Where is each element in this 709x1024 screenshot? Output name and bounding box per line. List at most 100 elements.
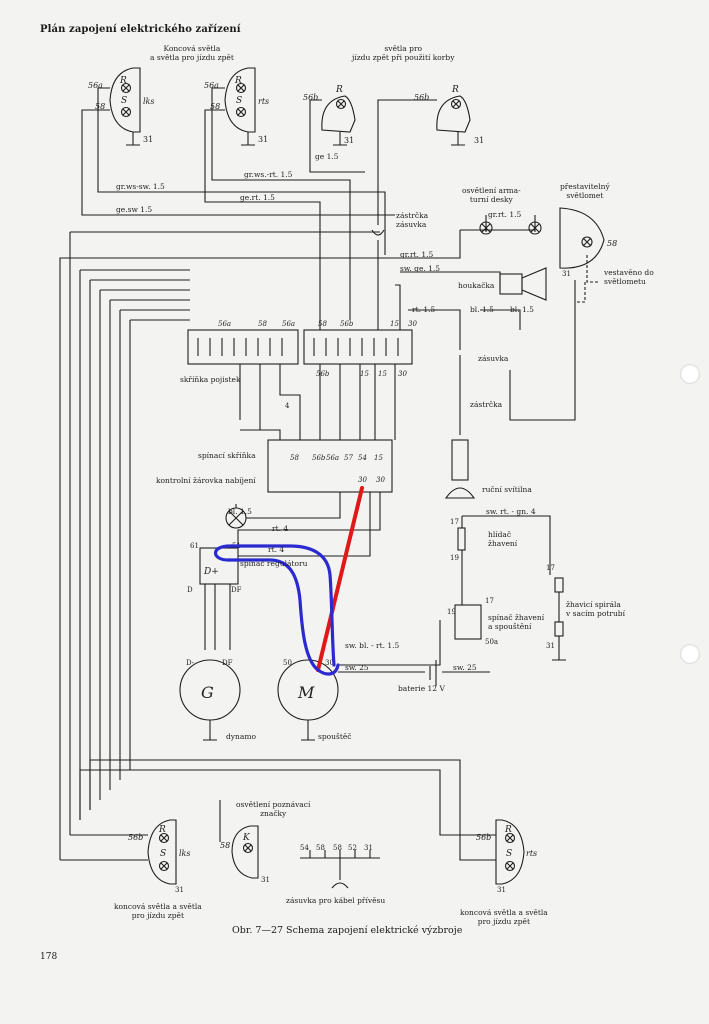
hand-lamp [444,439,476,499]
wire-label: bl. 1.5 [470,305,494,314]
wire-label: gr.rt. 1.5 [488,210,522,219]
svg-text:R: R [234,76,242,86]
svg-text:56b: 56b [312,454,326,462]
label-socket: zásuvka [478,354,509,363]
svg-text:56b: 56b [476,833,491,842]
glow-circuit: 19 17 50a 17 19 17 31 [447,515,566,661]
wiring-lines [59,87,576,860]
svg-text:30: 30 [408,320,417,328]
label-rear-lights-bottom-left: koncová světla a světla pro jízdu zpět [114,902,202,920]
svg-text:56a: 56a [326,454,339,462]
label-rear-lights-bottom-right: koncová světla a světla pro jízdu zpět [460,908,548,926]
lamp-symbol-R: R [119,76,127,86]
svg-text:31: 31 [546,642,555,650]
svg-text:57: 57 [344,454,353,462]
svg-text:56a: 56a [282,320,295,328]
svg-text:DF: DF [222,659,233,667]
svg-text:30: 30 [376,476,385,484]
svg-text:R: R [504,825,512,835]
svg-text:56a: 56a [218,320,231,328]
dash-lamps [479,221,542,235]
svg-text:31: 31 [175,886,184,894]
svg-text:56b: 56b [303,93,318,102]
rear-light-left-top: R S lks 56a 58 31 [88,67,155,146]
svg-text:G: G [201,683,214,702]
svg-text:R: R [335,85,343,95]
wire-label: rt. 4 [268,545,285,554]
svg-text:58: 58 [607,239,617,248]
label-trailer-socket: zásuvka pro kábel přívěsu [286,896,386,905]
label-regulator: spínač regulátoru [240,559,308,568]
svg-text:58: 58 [290,454,299,462]
label-rear-lights-top: Koncová světla a světla pro jízdu zpět [150,44,234,62]
svg-text:56b: 56b [414,93,429,102]
label-glow-monitor: hlídač žhavení [488,530,518,548]
label-plate-light: osvětlení poznávací značky [236,800,311,818]
svg-text:31: 31 [497,886,506,894]
svg-text:58: 58 [316,844,325,852]
terminal-31: 31 [143,135,153,144]
svg-text:19: 19 [447,608,456,616]
label-fuse-box: skříňka pojistek [180,375,241,384]
lamp-symbol-S: S [121,96,127,106]
lamp-side-rts: rts [258,97,269,106]
figure-caption: Obr. 7—27 Schema zapojení elektrické výz… [232,925,463,936]
page-title: Plán zapojení elektrického zařízení [40,24,241,35]
label-glow-plug: žhavicí spirála v sacím potrubí [566,600,625,618]
svg-text:30: 30 [398,370,407,378]
fuse-box: 56a 58 56a 58 56b 15 30 56b 15 15 30 [187,320,417,378]
svg-text:56a: 56a [204,81,219,90]
horn [499,267,547,301]
label-battery: baterie 12 V [398,684,445,693]
label-starter: spouštěč [318,732,352,741]
svg-text:lks: lks [179,849,191,858]
svg-text:56b: 56b [128,833,143,842]
svg-text:58: 58 [333,844,342,852]
rear-light-right-bottom: R S rts 56b 31 [79,759,537,894]
page-number: 178 [40,952,58,962]
label-plug: zástrčka [470,400,503,409]
ignition-switch-box: 58 56b 56a 57 54 15 30 30 4 [239,364,396,493]
blue-annotation-line [213,544,340,676]
terminal-58: 58 [95,102,105,111]
svg-text:31: 31 [344,136,354,145]
wire-label: rt. 1.5 [412,305,436,314]
svg-text:D: D [187,586,193,594]
wire-label: rt. 4 [272,524,289,533]
svg-text:31: 31 [474,136,484,145]
svg-text:15: 15 [360,370,369,378]
dynamo: G D- DF [179,659,241,741]
label-horn: houkačka [458,281,495,290]
wire-label: bl. 1.5 [228,507,252,516]
starter-motor: M 50 30 [277,620,490,741]
svg-text:54: 54 [300,844,309,852]
spotlight: 58 31 [559,207,617,303]
svg-text:61: 61 [190,542,199,550]
label-charge-lamp: kontrolní žárovka nabíjení [156,476,256,485]
svg-text:15: 15 [374,454,383,462]
rear-light-right-top: R S rts 56a 58 31 [204,67,269,146]
label-dash-light: osvětlení arma- turní desky [462,186,521,204]
svg-text:R: R [451,85,459,95]
wire-label: gr.ws.-rt. 1.5 [244,170,293,179]
svg-text:R: R [158,825,166,835]
rear-light-left-bottom: R S lks 56b 31 [60,819,191,894]
svg-text:30: 30 [358,476,367,484]
svg-text:50a: 50a [485,638,498,646]
label-glow-starter-switch: spínač žhavení a spouštění [488,613,545,631]
wire-label: ge.rt. 1.5 [240,193,275,202]
svg-text:50: 50 [283,659,292,667]
svg-text:58: 58 [210,102,220,111]
punch-hole [680,364,700,384]
punch-hole [680,644,700,664]
svg-text:31: 31 [261,876,270,884]
svg-text:30: 30 [325,659,334,667]
label-spotlight-internal: vestavěno do světlometu [604,268,654,286]
label-dynamo: dynamo [226,732,256,741]
terminal-56a: 56a [88,81,103,90]
svg-text:D-: D- [186,659,195,667]
svg-text:56b: 56b [316,370,330,378]
wire-label: ge 1.5 [315,152,339,161]
svg-text:rts: rts [526,849,537,858]
label-switch-box: spínací skříňka [198,451,256,460]
